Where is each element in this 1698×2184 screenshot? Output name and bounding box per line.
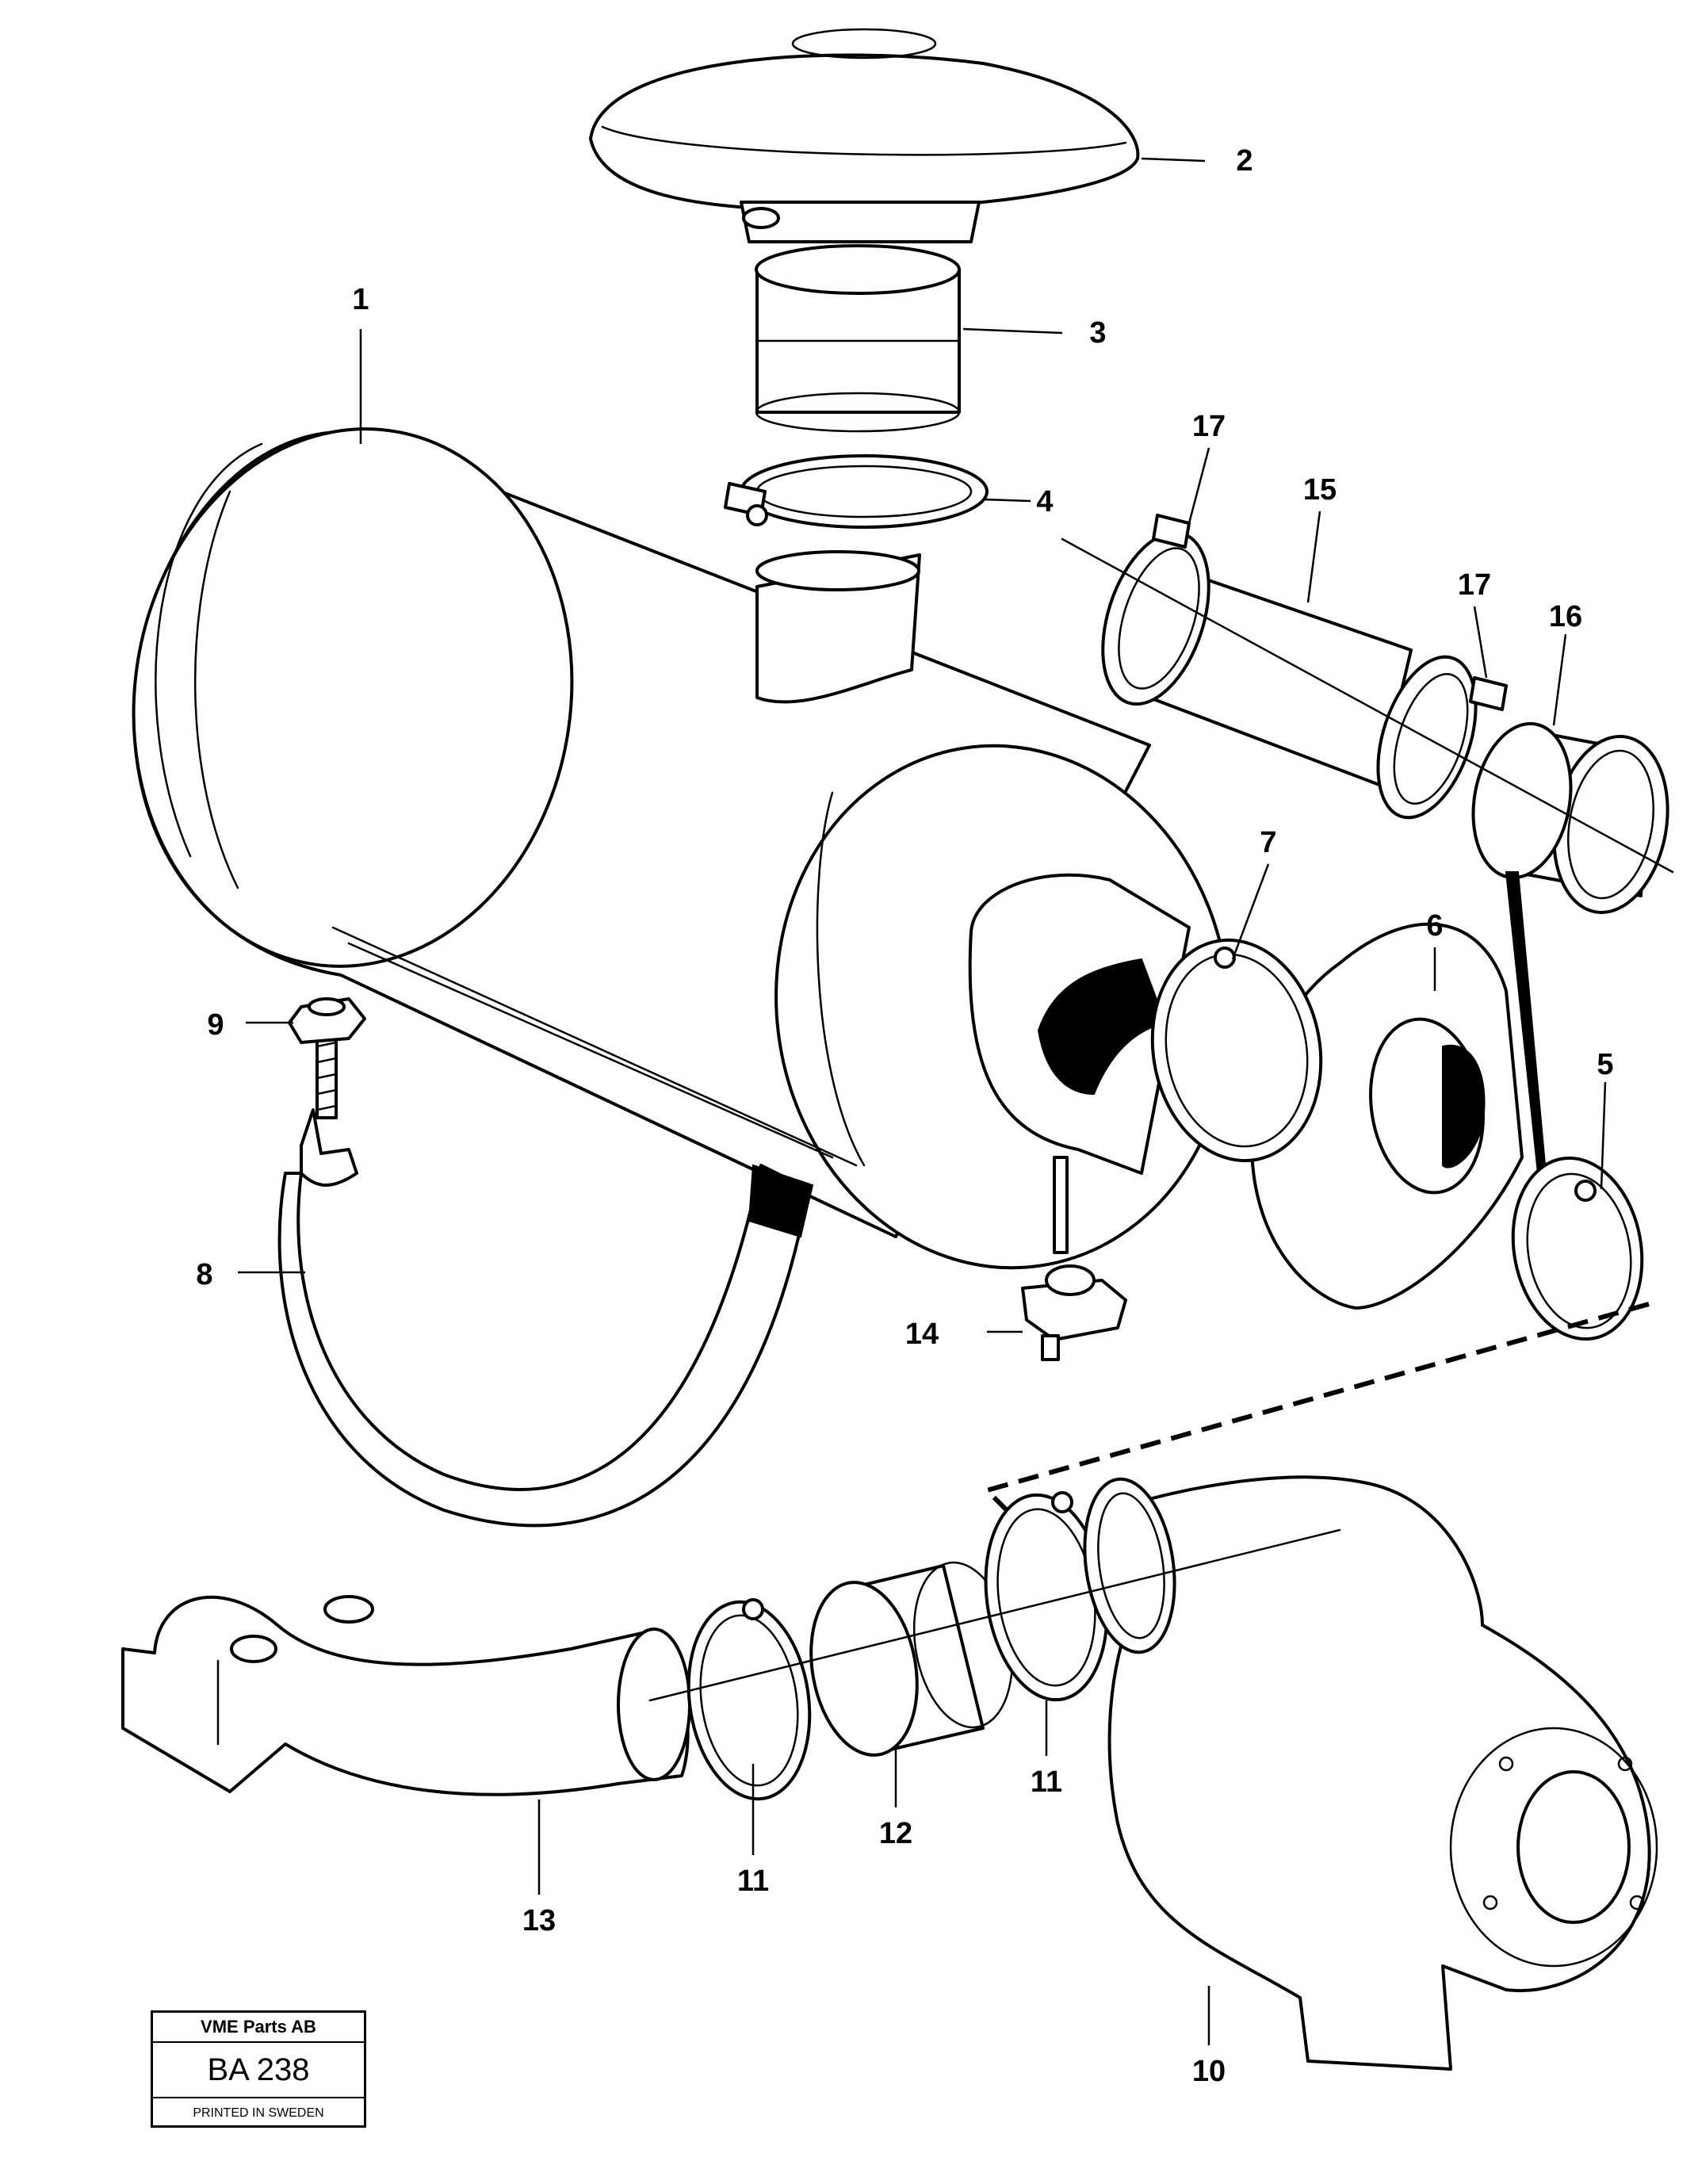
callout-17b: 17	[1458, 568, 1491, 602]
leader-lines	[238, 157, 1607, 2045]
callout-17a: 17	[1192, 410, 1226, 443]
callout-11b: 11	[1031, 1765, 1062, 1799]
precleaner-cap	[589, 28, 1140, 243]
callout-5: 5	[1597, 1048, 1613, 1081]
intake-pipe-15	[1101, 514, 1508, 820]
callout-10: 10	[1192, 2055, 1226, 2088]
callout-15: 15	[1303, 473, 1337, 507]
drawing-code: BA 238	[153, 2043, 364, 2098]
callout-7: 7	[1260, 826, 1276, 859]
rubber-sleeve-12	[809, 1561, 1014, 1757]
intake-manifold-13	[121, 1595, 691, 1796]
callout-14: 14	[905, 1318, 939, 1351]
hose-clamp-11b	[984, 1491, 1109, 1702]
rubber-elbow-16	[1061, 537, 1674, 1174]
connection-line	[982, 1302, 1650, 1520]
callout-3: 3	[1089, 316, 1106, 350]
turbocharger-10	[648, 1475, 1658, 2071]
reducer-6	[1250, 922, 1524, 1310]
company-name: VME Parts AB	[153, 2013, 364, 2043]
callout-1: 1	[352, 283, 369, 316]
air-filter-housing	[132, 427, 1231, 1528]
callout-4: 4	[1036, 485, 1053, 518]
title-block: VME Parts AB BA 238 PRINTED IN SWEDEN	[151, 2010, 366, 2128]
callout-13: 13	[522, 1904, 556, 1937]
hose-clamp-4	[724, 454, 989, 529]
hose-clamp-7	[1150, 938, 1323, 1163]
connector-sleeve	[755, 244, 961, 433]
printed-note: PRINTED IN SWEDEN	[193, 2106, 324, 2120]
callout-6: 6	[1426, 909, 1443, 943]
callout-16: 16	[1549, 600, 1582, 633]
hose-clamp-5	[1511, 1156, 1644, 1341]
callout-12: 12	[879, 1817, 912, 1850]
callout-11a: 11	[737, 1865, 769, 1898]
hose-clamp-11a	[686, 1598, 812, 1801]
callout-8: 8	[196, 1258, 212, 1291]
callout-2: 2	[1236, 144, 1252, 178]
callout-9: 9	[207, 1008, 224, 1042]
